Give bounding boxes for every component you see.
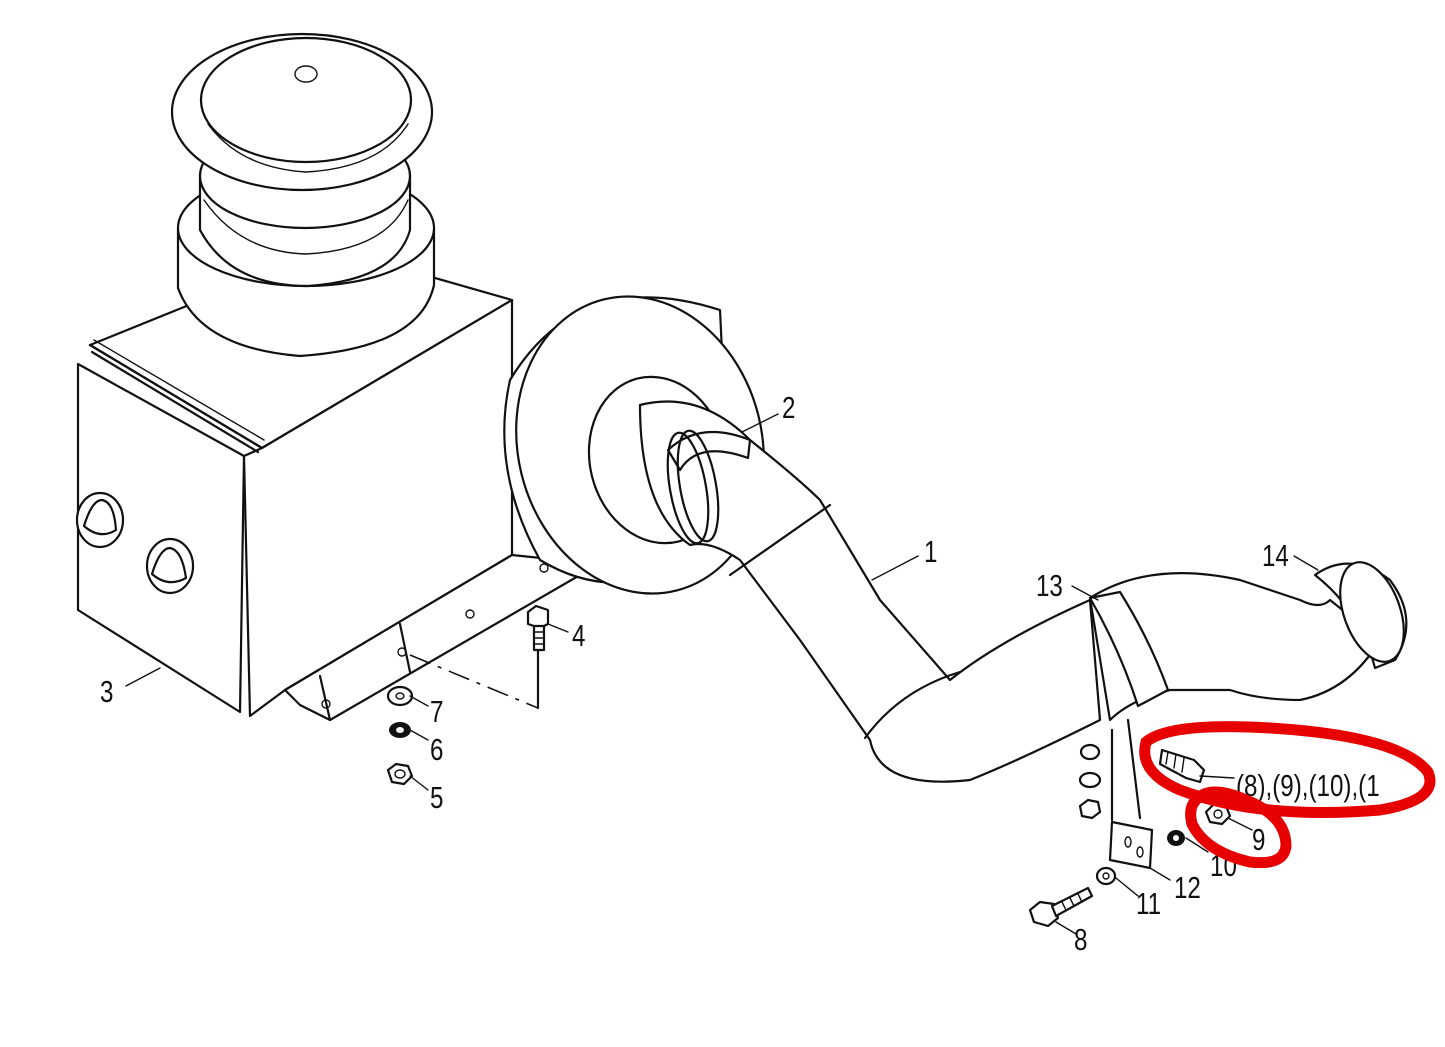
label-part-7: 7 bbox=[430, 694, 443, 729]
lockwasher-part-6 bbox=[389, 722, 411, 738]
red-annotation bbox=[1139, 721, 1436, 869]
label-part-8: 8 bbox=[1074, 922, 1087, 957]
air-cleaner-cap bbox=[170, 32, 436, 358]
part-labels: 2 1 3 4 7 6 5 13 14 10 12 11 8 9 (8),(9)… bbox=[100, 390, 1380, 957]
lockwasher-part-10 bbox=[1167, 830, 1185, 846]
intake-tube bbox=[638, 400, 1408, 783]
label-part-13: 13 bbox=[1036, 568, 1063, 603]
housing-knob-left bbox=[75, 491, 125, 549]
housing-knob-right bbox=[145, 537, 195, 595]
label-part-9: 9 bbox=[1252, 822, 1265, 857]
bracket-plate-part-12 bbox=[1108, 820, 1154, 870]
bolt-part-4 bbox=[526, 604, 550, 652]
red-ellipse-callout bbox=[1139, 721, 1436, 818]
label-callout-group: (8),(9),(10),(1 bbox=[1236, 768, 1380, 803]
label-part-1: 1 bbox=[924, 534, 937, 569]
label-part-5: 5 bbox=[430, 780, 443, 815]
label-part-3: 3 bbox=[100, 674, 113, 709]
label-part-12: 12 bbox=[1174, 870, 1201, 905]
label-part-14: 14 bbox=[1262, 538, 1289, 573]
nut-part-5 bbox=[386, 762, 414, 786]
label-part-11: 11 bbox=[1136, 886, 1161, 921]
washer-part-11 bbox=[1095, 866, 1117, 886]
label-part-4: 4 bbox=[572, 618, 585, 653]
tube-bracket-hardware bbox=[1078, 718, 1142, 822]
red-circle-part-9 bbox=[1185, 786, 1292, 869]
washer-part-7 bbox=[386, 685, 414, 707]
label-part-2: 2 bbox=[782, 390, 795, 425]
label-part-6: 6 bbox=[430, 732, 443, 767]
bolt-callout-group bbox=[1158, 748, 1206, 784]
bolt-part-8 bbox=[1028, 886, 1094, 928]
leader-lines bbox=[125, 413, 1319, 935]
